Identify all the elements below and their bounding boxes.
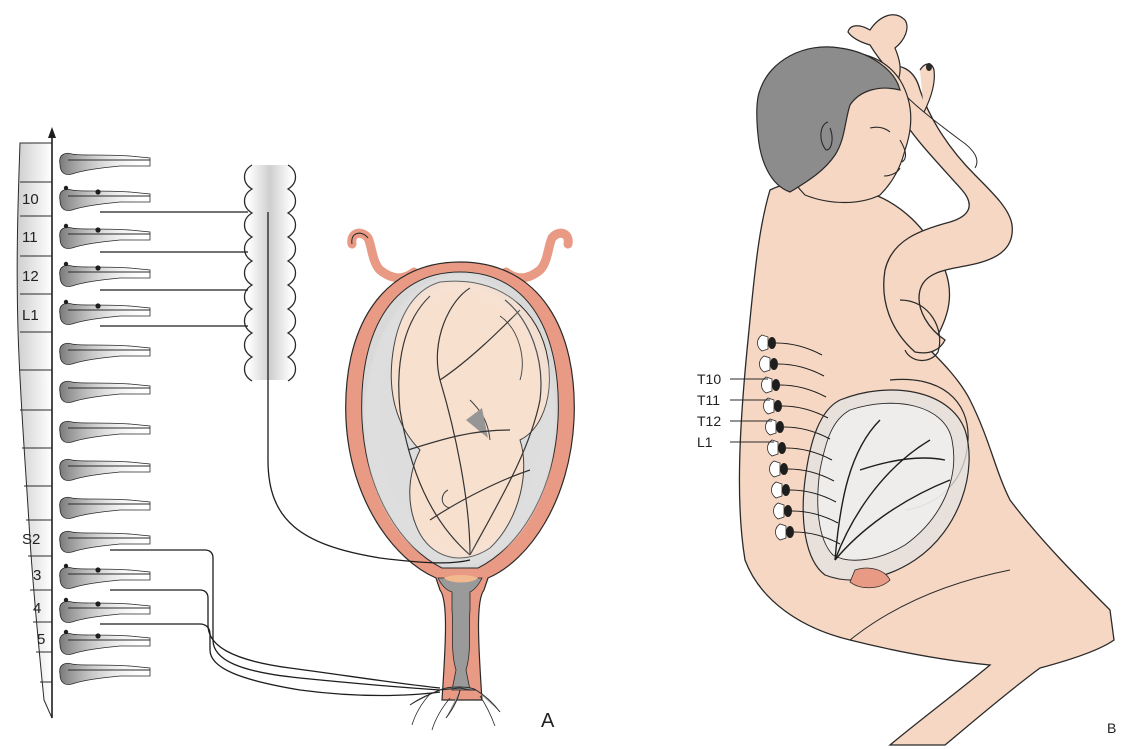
nerve-root (60, 531, 150, 552)
level-label-t12: T12 (697, 413, 721, 429)
level-label-l1: L1 (697, 434, 713, 450)
nerve-root (60, 421, 150, 442)
nerve-root (60, 564, 150, 589)
panel-a-letter: A (541, 710, 555, 732)
nerve-root (60, 300, 150, 325)
uterus (346, 233, 575, 730)
nerve-root (60, 497, 150, 518)
nerve-root (60, 630, 150, 655)
segment-label-l1: L1 (22, 307, 39, 324)
right-fallopian-tube (506, 233, 568, 278)
segment-label-s3: 3 (33, 567, 41, 584)
panel-b-letter: B (1107, 720, 1116, 736)
nerve-root (60, 598, 150, 623)
ascending-arrow-icon (48, 127, 56, 138)
segment-label-11: 11 (22, 229, 38, 246)
segment-label-s4: 4 (33, 600, 41, 617)
segment-label-12: 12 (22, 268, 39, 285)
level-label-t11: T11 (697, 392, 720, 408)
segment-label-s2: S2 (22, 531, 40, 548)
nerve-root (60, 459, 150, 480)
sympathetic-chain (245, 165, 296, 381)
amniotic-sac (364, 274, 556, 566)
panel-b: T10 T11 T12 L1 B (697, 15, 1116, 745)
nerve-root (60, 343, 150, 364)
segment-label-10: 10 (22, 191, 39, 208)
nerve-root (60, 186, 150, 211)
left-fallopian-tube (352, 233, 414, 278)
nerve-root (60, 224, 150, 249)
nerve-root (60, 262, 150, 287)
spinal-cord (17, 127, 56, 718)
nerve-roots (60, 153, 150, 684)
nerve-root (60, 381, 150, 402)
nerve-root (60, 153, 150, 174)
panel-a: 10 11 12 L1 S2 3 4 5 (17, 127, 574, 732)
nerve-root (60, 663, 150, 684)
level-label-t10: T10 (697, 371, 721, 387)
segment-label-s5: 5 (37, 631, 45, 648)
